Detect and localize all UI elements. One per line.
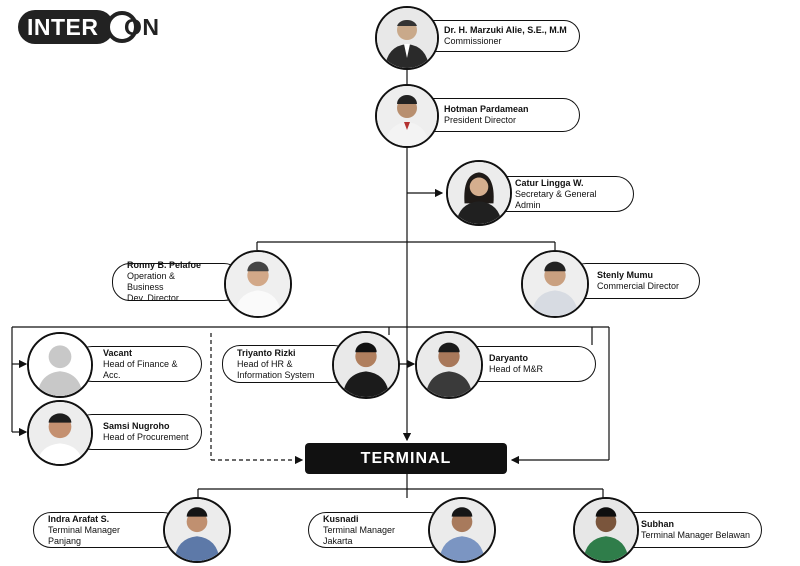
- node-title-line2: Dev. Director: [127, 293, 179, 303]
- node-title: Terminal Manager Belawan: [641, 530, 751, 540]
- node-title: Commissioner: [444, 36, 502, 46]
- terminal-block: TERMINAL: [305, 443, 507, 474]
- node-name: Stenly Mumu: [597, 270, 654, 280]
- logo-text-on: ON: [124, 14, 160, 40]
- logo-pill: [18, 10, 114, 44]
- node-operation-director: Ronny B. Pelafoe Operation & Business De…: [112, 260, 242, 303]
- node-name: Ronny B. Pelafoe: [127, 260, 202, 270]
- portrait-president-director: [375, 84, 439, 148]
- portrait-commercial-director: [521, 250, 589, 318]
- node-title: Secretary & General Admin: [515, 188, 597, 210]
- node-name: Subhan: [641, 519, 674, 529]
- node-name: Triyanto Rizki: [237, 347, 296, 358]
- node-tm-panjang: Indra Arafat S. Terminal Manager Panjang: [33, 512, 181, 548]
- node-title: President Director: [444, 115, 517, 125]
- node-head-hr-is: Triyanto Rizki Head of HR & Information …: [222, 345, 352, 383]
- node-title-line1: Operation & Business: [127, 271, 176, 292]
- node-title: Head of M&R: [489, 364, 544, 374]
- node-president-director: Hotman Pardamean President Director: [415, 98, 580, 132]
- node-title-line1: Head of HR &: [237, 358, 293, 369]
- portrait-secretary: [446, 160, 512, 226]
- node-name: Daryanto: [489, 353, 529, 363]
- node-name: Kusnadi: [323, 513, 359, 524]
- node-title: Commercial Director: [597, 281, 680, 291]
- node-name: Indra Arafat S.: [48, 513, 110, 524]
- portrait-tm-jakarta: [428, 497, 496, 563]
- node-commercial-director: Stenly Mumu Commercial Director: [568, 263, 700, 299]
- portrait-operation-director: [224, 250, 292, 318]
- node-name: Dr. H. Marzuki Alie, S.E., M.M: [444, 25, 567, 35]
- portrait-head-procurement: [27, 400, 93, 466]
- node-commissioner: Dr. H. Marzuki Alie, S.E., M.M Commissio…: [415, 20, 580, 52]
- portrait-head-hr-is: [332, 331, 400, 399]
- node-name: Vacant: [103, 347, 133, 358]
- portrait-vacant-placeholder: [27, 332, 93, 398]
- portrait-commissioner: [375, 6, 439, 70]
- node-tm-jakarta: Kusnadi Terminal Manager Jakarta: [308, 512, 448, 548]
- node-name: Samsi Nugroho: [103, 421, 170, 431]
- node-name: Catur Lingga W.: [515, 177, 584, 188]
- node-head-procurement: Samsi Nugroho Head of Procurement: [74, 414, 202, 450]
- portrait-head-mr: [415, 331, 483, 399]
- node-title-line2: Information System: [237, 369, 315, 380]
- node-title: Terminal Manager Panjang: [48, 524, 121, 546]
- portrait-tm-belawan: [573, 497, 639, 563]
- company-logo: INTER ON: [18, 10, 160, 44]
- node-name: Hotman Pardamean: [444, 104, 529, 114]
- node-head-finance: Vacant Head of Finance & Acc.: [74, 346, 202, 382]
- node-title: Head of Procurement: [103, 432, 189, 442]
- logo-text-inter: INTER: [27, 14, 99, 40]
- logo-c-ring: [106, 11, 138, 43]
- portrait-tm-panjang: [163, 497, 231, 563]
- node-title: Head of Finance & Acc.: [103, 358, 178, 380]
- node-title: Terminal Manager Jakarta: [323, 524, 396, 546]
